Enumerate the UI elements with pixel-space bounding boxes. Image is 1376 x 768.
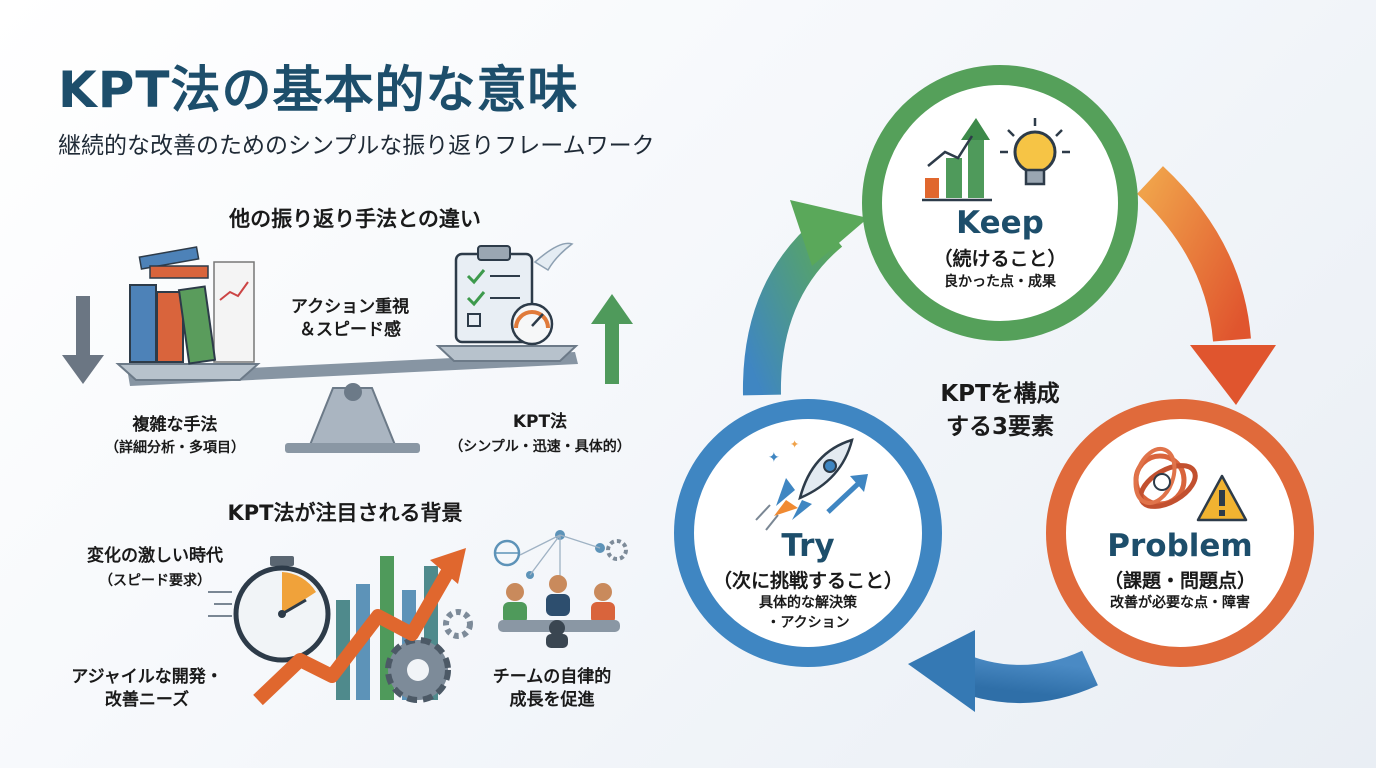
cycle-center-line1: KPTを構成 <box>940 381 1060 407</box>
cycle-center-line2: する3要素 <box>945 414 1054 441</box>
background-item-speed: 変化の激しい時代 <box>87 546 223 566</box>
try-description-line1: 具体的な解決策 <box>759 595 857 611</box>
problem-subtitle: （課題・問題点） <box>1103 570 1256 592</box>
stopwatch-icon <box>208 556 331 663</box>
growth-chart-icon <box>922 118 992 202</box>
rocket-icon: ✦ ✦ <box>755 438 854 531</box>
keep-description: 良かった点・成果 <box>944 274 1056 290</box>
complex-method-label: 複雑な手法 <box>132 415 218 435</box>
complex-method-sub: （詳細分析・多項目） <box>105 440 245 456</box>
agile-line1: アジャイルな開発・ <box>71 667 223 687</box>
keep-subtitle: （続けること） <box>933 248 1067 270</box>
svg-text:✦: ✦ <box>790 438 799 451</box>
center-label-line1: アクション重視 <box>290 297 410 317</box>
agile-line2: 改善ニーズ <box>104 689 190 710</box>
kpt-method-label: KPT法 <box>512 412 568 432</box>
center-label-line2: ＆スピード感 <box>299 319 401 340</box>
try-circle <box>674 399 942 667</box>
keep-title: Keep <box>956 205 1044 241</box>
kpt-method-sub: （シンプル・迅速・具体的） <box>449 439 631 455</box>
cycle-center-label: KPTを構成 する3要素 <box>910 378 1090 445</box>
up-arrow-icon <box>591 294 633 384</box>
team-network-icon <box>493 530 628 648</box>
try-description: 具体的な解決策 ・アクション <box>708 594 908 633</box>
down-arrow-icon <box>62 296 104 384</box>
cycle-arrow-keep-to-problem <box>1136 166 1276 405</box>
background-item-team: チームの自律的 成長を促進 <box>472 666 632 712</box>
target-arrow-icon <box>826 474 868 514</box>
tangled-knot-icon <box>1133 446 1198 509</box>
cycle-arrow-problem-to-try <box>908 630 1098 712</box>
warning-icon <box>1196 474 1248 522</box>
problem-title: Problem <box>1107 528 1253 564</box>
team-line1: チームの自律的 <box>492 667 612 687</box>
try-subtitle: （次に挑戦すること） <box>712 570 903 592</box>
balance-scale-icon <box>115 345 579 453</box>
clipboard-icon <box>454 242 574 346</box>
problem-circle <box>1046 399 1314 667</box>
growth-arrow-icon <box>253 548 466 706</box>
comparison-heading: 他の振り返り手法との違い <box>229 207 481 231</box>
team-line2: 成長を促進 <box>509 689 595 710</box>
page-title: KPT法の基本的な意味 <box>58 61 579 119</box>
problem-description: 改善が必要な点・障害 <box>1110 595 1250 611</box>
background-item-speed-sub: （スピード要求） <box>99 573 211 589</box>
try-title: Try <box>781 528 835 564</box>
try-description-line2: ・アクション <box>766 614 850 631</box>
gear-icon <box>385 609 473 703</box>
cycle-arrow-try-to-keep <box>742 200 868 396</box>
keep-circle <box>862 65 1138 341</box>
background-item-agile: アジャイルな開発・ 改善ニーズ <box>42 666 252 712</box>
page-subtitle: 継続的な改善のためのシンプルな振り返りフレームワーク <box>58 133 655 159</box>
lightbulb-icon <box>1000 118 1070 186</box>
center-comparison-label: アクション重視 ＆スピード感 <box>265 296 435 342</box>
background-heading: KPT法が注目される背景 <box>227 501 463 525</box>
svg-text:✦: ✦ <box>768 450 780 466</box>
binders-icon <box>129 246 255 365</box>
